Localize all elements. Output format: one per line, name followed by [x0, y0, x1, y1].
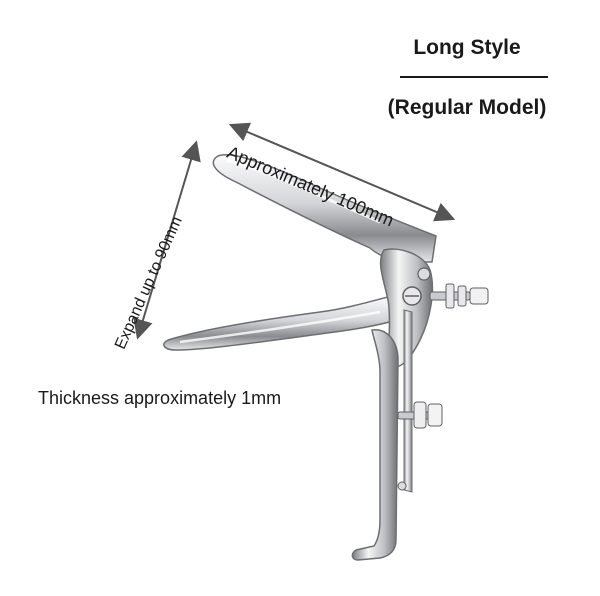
title-divider [400, 76, 548, 78]
lower-thumb-screw [397, 401, 443, 429]
lower-blade [163, 295, 404, 351]
rack-bar [403, 309, 413, 493]
upper-thumb-screw [429, 283, 489, 309]
rack-rivet [397, 481, 407, 491]
product-model-subtitle: (Regular Model) [387, 96, 547, 119]
lower-blade-highlight [179, 310, 381, 344]
upper-blade-highlight [225, 158, 381, 224]
hinge-rivet [417, 267, 431, 281]
thickness-annotation: Thickness approximately 1mm [38, 388, 282, 408]
expand-arrow [133, 140, 201, 340]
length-arrow [228, 122, 456, 222]
product-style-title: Long Style [413, 36, 521, 59]
handle [351, 329, 399, 561]
